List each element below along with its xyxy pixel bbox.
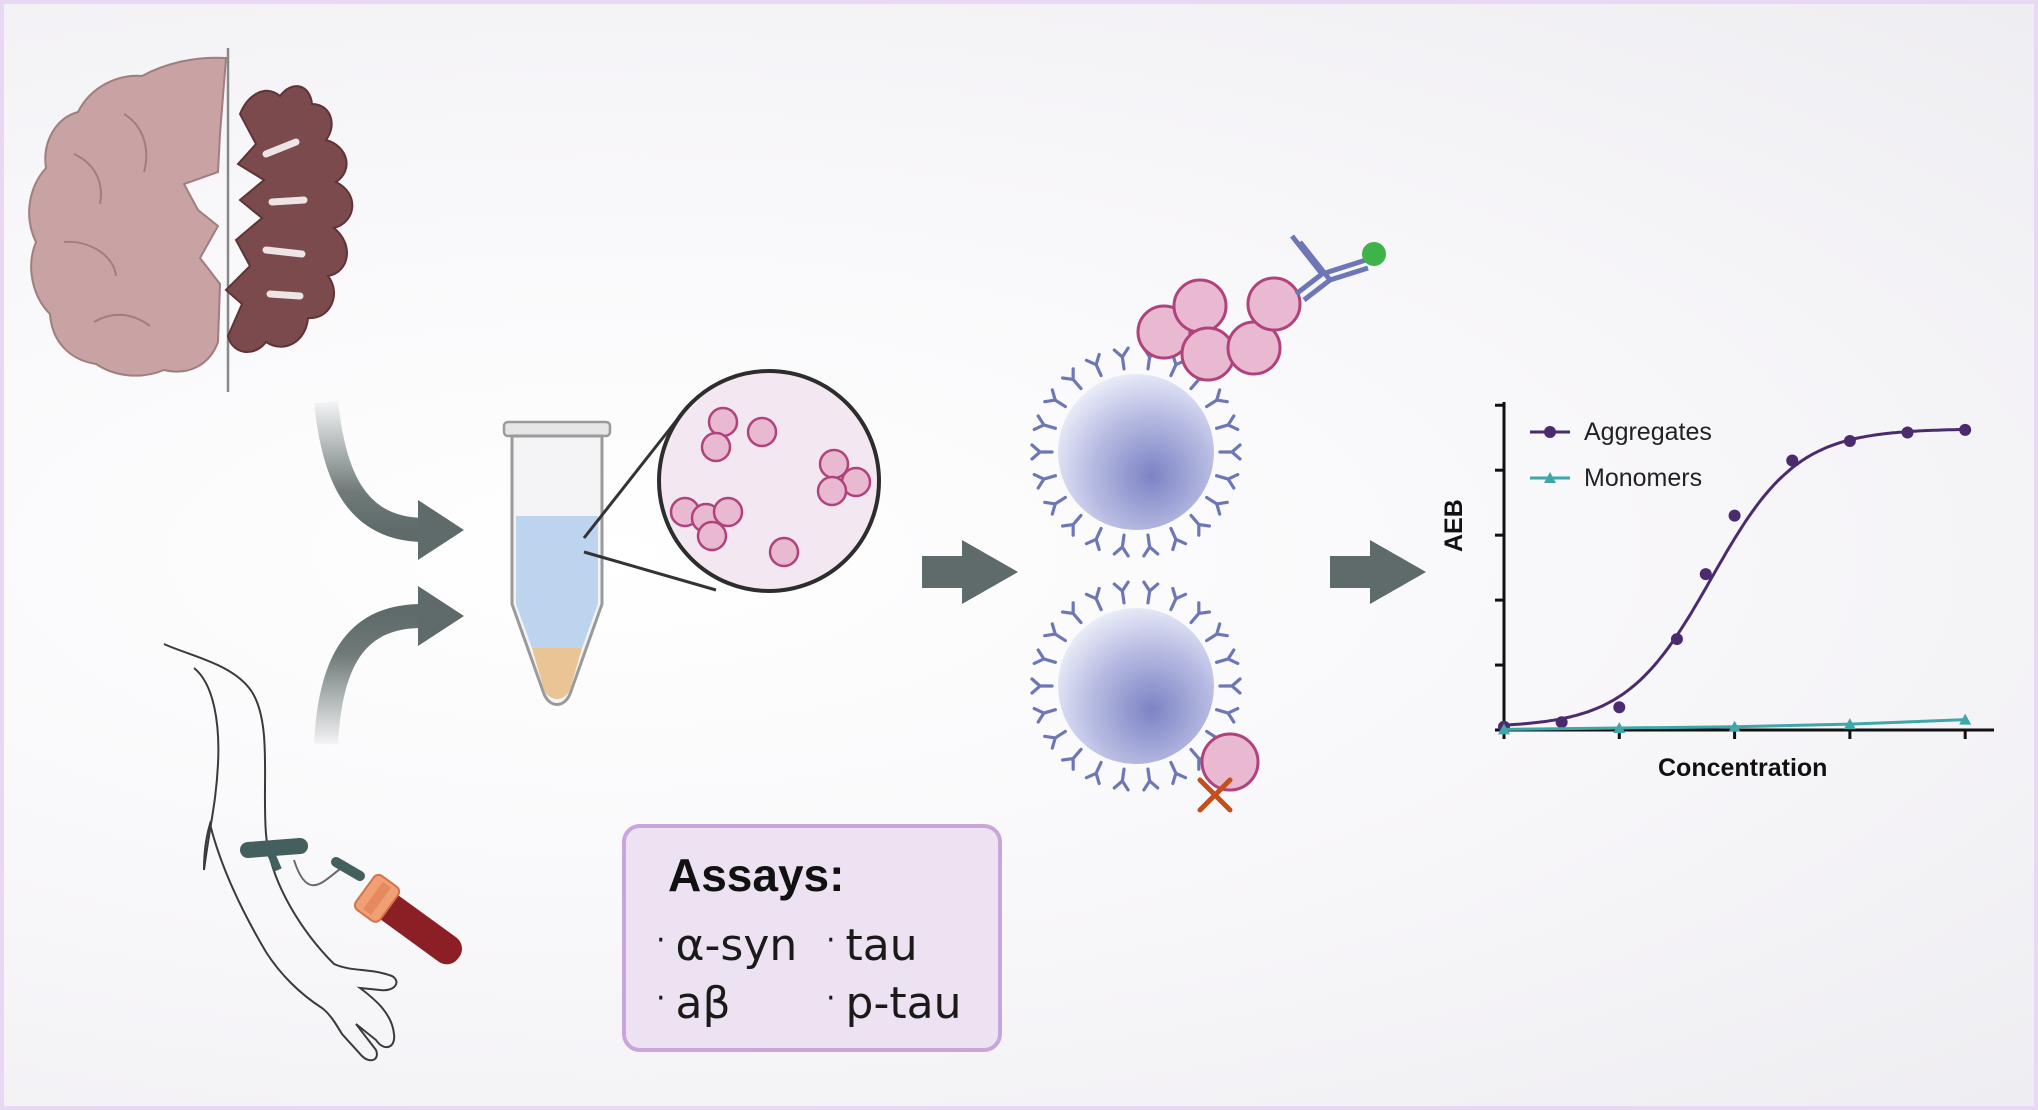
chart-ylabel: AEB bbox=[1440, 499, 1468, 552]
capture-antibody bbox=[1032, 414, 1059, 437]
capture-antibody bbox=[1084, 352, 1110, 381]
capture-antibody bbox=[1084, 586, 1110, 615]
capture-antibody bbox=[1201, 622, 1229, 649]
assay-item-p-tau: ·p-tau bbox=[826, 978, 962, 1029]
capture-antibody bbox=[1084, 523, 1110, 552]
capture-antibody bbox=[1139, 766, 1160, 792]
point-aggregates bbox=[1699, 568, 1712, 581]
capture-antibody bbox=[1162, 586, 1188, 615]
capture-antibody bbox=[1032, 701, 1059, 724]
capture-antibody bbox=[1112, 580, 1133, 606]
capture-antibody bbox=[1084, 757, 1110, 786]
capture-antibody bbox=[1213, 467, 1240, 490]
legend-label-monomers: Monomers bbox=[1584, 464, 1703, 492]
brain-section-icon bbox=[28, 48, 354, 392]
point-monomers bbox=[1728, 720, 1741, 732]
legend-marker-monomers bbox=[1544, 472, 1556, 483]
legend-marker-aggregates bbox=[1544, 426, 1556, 438]
point-aggregates bbox=[1786, 454, 1799, 467]
point-aggregates bbox=[1670, 633, 1683, 646]
series-line-aggregates bbox=[1503, 427, 1966, 727]
capture-antibody bbox=[1112, 532, 1133, 558]
point-aggregates bbox=[1728, 509, 1741, 522]
capture-antibody bbox=[1032, 648, 1059, 671]
bead-unbound-monomer-icon bbox=[1030, 580, 1260, 792]
assay-item-tau: ·tau bbox=[826, 920, 918, 971]
capture-antibody bbox=[1201, 388, 1229, 415]
capture-antibody bbox=[1184, 601, 1211, 629]
chart-legend bbox=[1530, 426, 1570, 483]
point-aggregates bbox=[1959, 423, 1972, 436]
aeb-concentration-chart bbox=[1495, 402, 1994, 739]
capture-antibody bbox=[1043, 489, 1071, 516]
capture-antibody bbox=[1213, 414, 1240, 437]
arrow-blood-to-tube bbox=[314, 586, 464, 745]
sample-tube-icon bbox=[502, 420, 612, 706]
chart-axes bbox=[1495, 402, 1994, 739]
magnified-aggregates-icon bbox=[582, 369, 881, 593]
point-monomers bbox=[1843, 718, 1856, 730]
capture-antibody bbox=[1112, 766, 1133, 792]
capture-antibody bbox=[1184, 509, 1211, 537]
capture-antibody bbox=[1043, 388, 1071, 415]
point-aggregates bbox=[1555, 716, 1568, 729]
assay-item-alpha-syn: ·α-syn bbox=[656, 920, 798, 971]
capture-antibody bbox=[1213, 701, 1240, 724]
capture-antibody bbox=[1061, 743, 1088, 771]
capture-antibody bbox=[1218, 443, 1242, 461]
capture-antibody bbox=[1032, 467, 1059, 490]
capture-antibody bbox=[1030, 677, 1054, 695]
point-monomers bbox=[1613, 722, 1626, 734]
capture-antibody bbox=[1213, 648, 1240, 671]
chart-xlabel: Concentration bbox=[1658, 754, 1828, 782]
capture-antibody bbox=[1139, 580, 1160, 606]
bead-bound-aggregate-icon bbox=[1030, 276, 1302, 558]
not-detected-cross-icon bbox=[1197, 777, 1233, 813]
legend-label-aggregates: Aggregates bbox=[1584, 418, 1712, 446]
point-aggregates bbox=[1843, 434, 1856, 447]
detection-antibody-icon bbox=[1290, 234, 1386, 302]
point-monomers bbox=[1959, 713, 1972, 725]
arm-blood-draw-icon bbox=[163, 643, 462, 1062]
capture-antibody bbox=[1162, 757, 1188, 786]
assays-title: Assays: bbox=[668, 849, 845, 901]
point-monomers bbox=[1498, 723, 1510, 735]
capture-antibody bbox=[1139, 532, 1160, 558]
capture-antibody bbox=[1061, 601, 1088, 629]
capture-antibody bbox=[1112, 346, 1133, 372]
capture-antibody bbox=[1201, 489, 1229, 516]
capture-antibody bbox=[1218, 677, 1242, 695]
diagram-scene bbox=[28, 48, 1994, 1062]
arrow-to-beads bbox=[922, 540, 1018, 604]
capture-antibody bbox=[1043, 622, 1071, 649]
assay-item-abeta: ·aβ bbox=[656, 978, 731, 1029]
capture-antibody bbox=[1030, 443, 1054, 461]
chart-series bbox=[1498, 423, 1972, 735]
point-aggregates bbox=[1901, 426, 1914, 439]
capture-antibody bbox=[1162, 523, 1188, 552]
capture-antibody bbox=[1061, 367, 1088, 395]
capture-antibody bbox=[1061, 509, 1088, 537]
arrow-brain-to-tube bbox=[314, 400, 464, 560]
capture-antibody bbox=[1043, 723, 1071, 750]
point-aggregates bbox=[1613, 701, 1626, 714]
assays-box: Assays: ·α-syn ·tau ·aβ ·p-tau bbox=[622, 824, 1002, 1052]
arrow-to-chart bbox=[1330, 540, 1426, 604]
